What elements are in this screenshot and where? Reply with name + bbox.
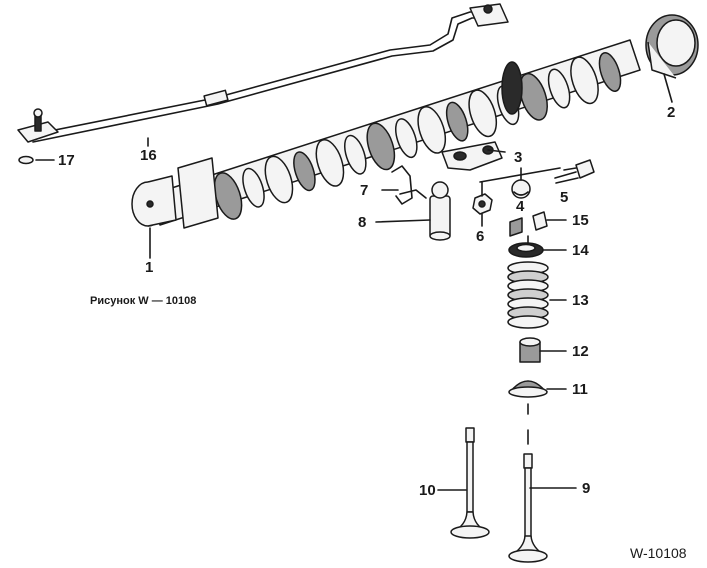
spring-retainer-drawing [508, 242, 544, 258]
label-spring-retainer: 14 [572, 242, 589, 259]
cam-lobe [417, 106, 447, 154]
label-rocker-arm: 3 [514, 149, 522, 166]
cam-lobe [519, 72, 548, 121]
label-valve-stem-seal: 12 [572, 343, 589, 360]
valve-spring-drawing [507, 261, 549, 329]
label-washer: 17 [58, 152, 75, 169]
label-oil-tube: 16 [140, 147, 157, 164]
pivot-ball-drawing [511, 179, 531, 199]
leader-lines [147, 73, 673, 491]
cam-lobe [343, 134, 367, 175]
cam-lobe [570, 56, 599, 105]
camshaft-drawing [131, 39, 641, 229]
cam-lobe [242, 167, 265, 208]
label-spring-seat: 11 [572, 381, 588, 398]
assembly-axis [479, 167, 561, 445]
part-labels: 1 2 3 4 5 6 7 8 9 10 11 12 13 14 15 16 1… [58, 104, 675, 499]
nut-drawing [472, 193, 493, 215]
cam-lobe [293, 151, 316, 192]
intake-valve-drawing [508, 453, 548, 563]
label-bolt: 5 [560, 189, 568, 206]
cam-lobe [598, 52, 622, 92]
cam-lobe [468, 89, 498, 138]
cam-lobe [366, 122, 396, 171]
cam-lobe [394, 118, 418, 159]
rocker-arm-drawing [441, 141, 503, 171]
seal-drawing [645, 14, 699, 79]
lash-adjuster-drawing [429, 181, 451, 241]
label-seal: 2 [667, 104, 675, 121]
valve-stem-seal-drawing [519, 337, 541, 363]
washer-drawing [18, 155, 55, 165]
label-pivot-ball: 4 [516, 198, 525, 215]
label-spring-clip: 7 [360, 182, 368, 199]
cam-lobe [315, 139, 345, 187]
label-valve-keepers: 15 [572, 212, 589, 229]
spring-coil [507, 315, 549, 329]
cam-lobe [445, 101, 469, 142]
label-exhaust-valve: 10 [419, 482, 436, 499]
figure-code: W-10108 [630, 545, 687, 561]
figure-caption: Рисунок W — 10108 [90, 295, 196, 307]
label-camshaft: 1 [145, 259, 153, 276]
valve-keepers-drawing [509, 211, 548, 237]
spring-seat-drawing [508, 380, 548, 398]
oil-tube-drawing [17, 3, 509, 143]
exhaust-valve-drawing [450, 427, 490, 539]
label-lash-adjuster: 8 [358, 214, 366, 231]
spring-clip-drawing [391, 165, 427, 205]
cam-lobe [547, 68, 571, 109]
label-valve-spring: 13 [572, 292, 589, 309]
bolt-drawing [554, 159, 595, 184]
label-nut: 6 [476, 228, 484, 245]
cam-lobe [264, 155, 294, 204]
label-intake-valve: 9 [582, 480, 590, 497]
